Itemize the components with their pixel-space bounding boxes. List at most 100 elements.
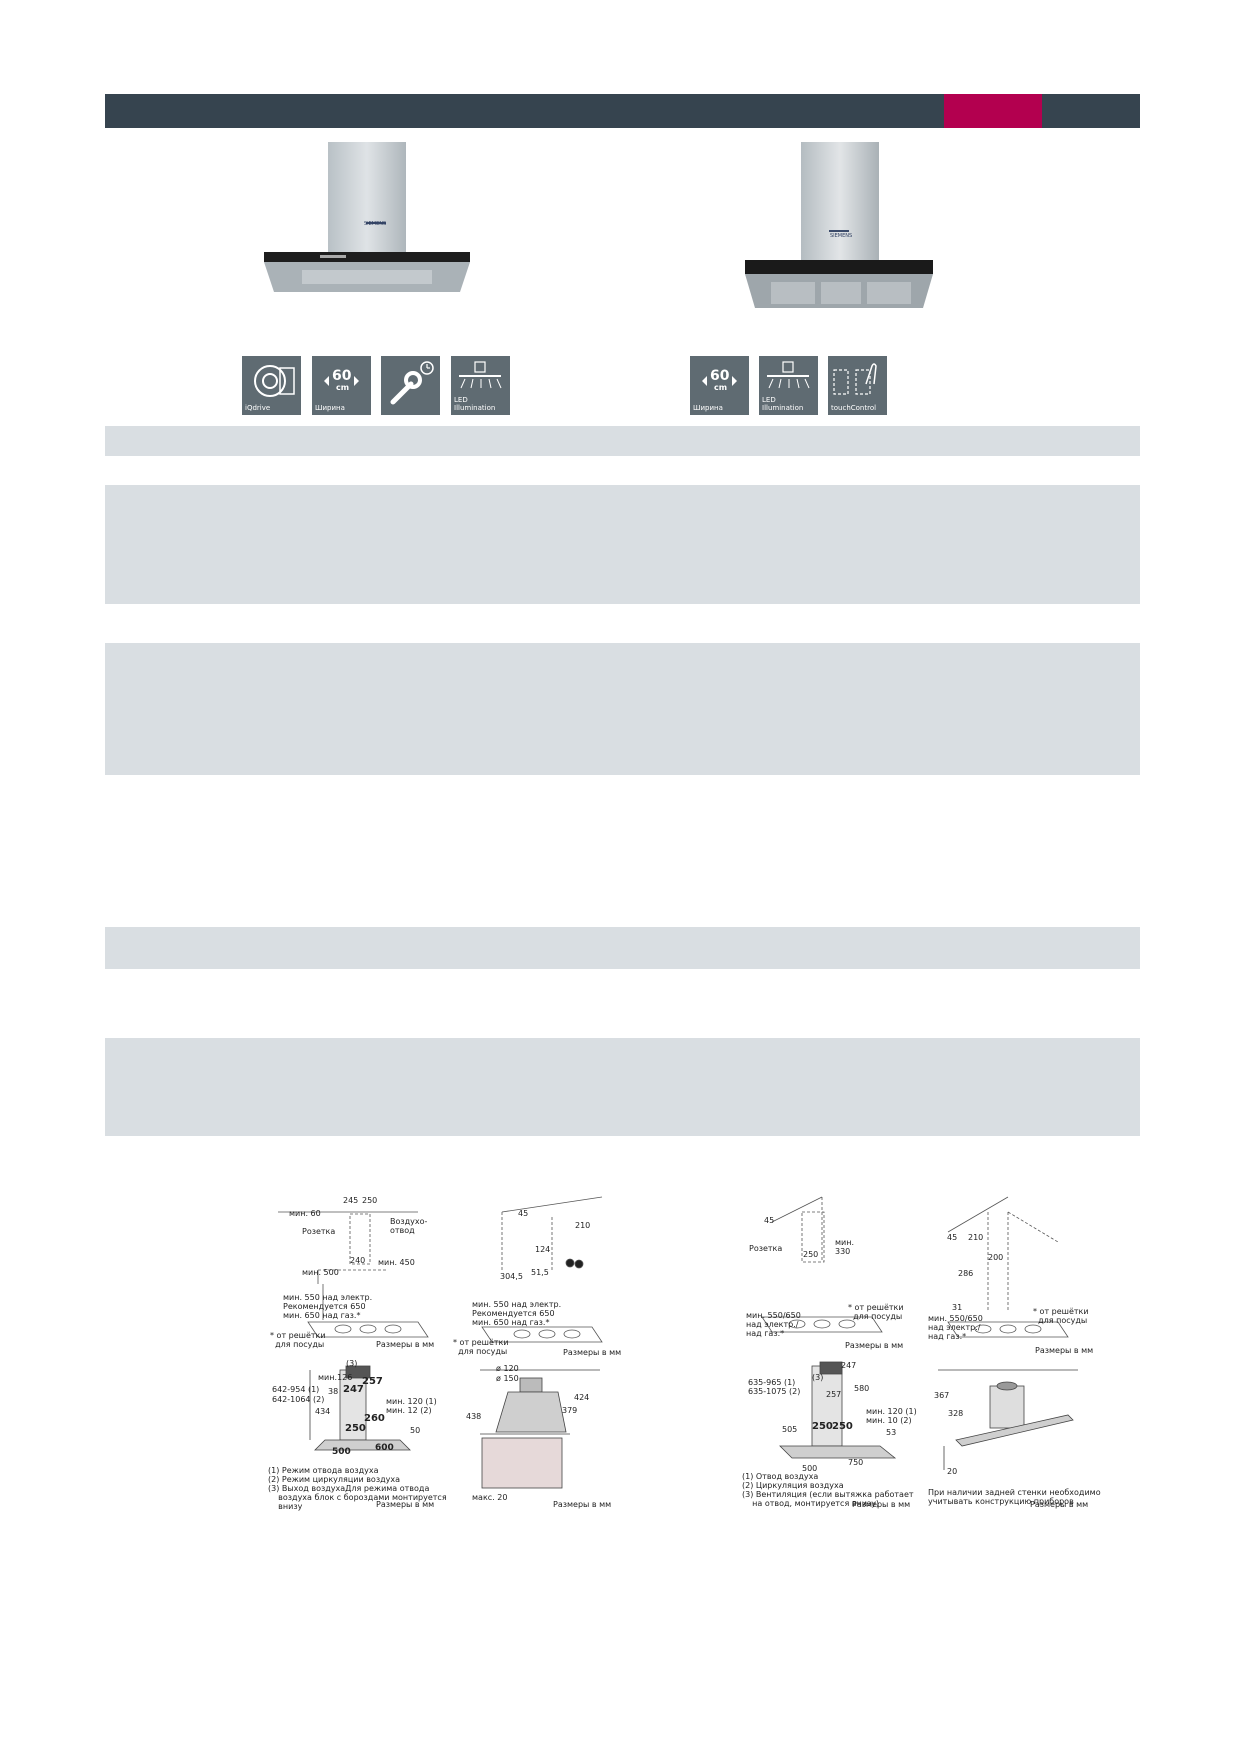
diagram-3-dimensions xyxy=(309,1365,411,1451)
width-label: Ширина xyxy=(315,404,345,412)
d8-20: 20 xyxy=(947,1467,958,1476)
header-accent xyxy=(944,94,1042,128)
d6-units: Размеры в мм xyxy=(1035,1346,1094,1355)
d6-note: мин. 550/650 над электр./ над газ.* xyxy=(928,1314,983,1341)
d1-min450: мин. 450 xyxy=(378,1258,415,1267)
width-value: 60 xyxy=(332,368,352,384)
d1-min60: мин. 60 xyxy=(289,1209,321,1218)
d6-45: 45 xyxy=(947,1233,958,1242)
d7-750: 750 xyxy=(848,1458,864,1467)
d6-210: 210 xyxy=(968,1233,984,1242)
diagram-6-mounting xyxy=(947,1196,1069,1338)
section-band-2 xyxy=(105,485,1140,604)
d3-min126: мин.126 xyxy=(318,1373,353,1382)
d5-min330: мин. 330 xyxy=(835,1238,855,1256)
d7-500: 500 xyxy=(802,1464,818,1473)
d1-note: мин. 550 над электр. Рекомендуется 650 м… xyxy=(283,1293,373,1320)
brand-logo-left: SIEMENS xyxy=(364,221,387,227)
led-label-right: LED Illumination xyxy=(762,396,804,412)
d4-120: ø 120 xyxy=(496,1364,519,1373)
d4-units: Размеры в мм xyxy=(553,1500,612,1509)
diagram-1-installation xyxy=(278,1211,429,1338)
d2-units: Размеры в мм xyxy=(563,1348,622,1357)
section-band-3 xyxy=(105,643,1140,775)
d7-legend: (1) Отвод воздуха (2) Циркуляция воздуха… xyxy=(742,1472,914,1508)
d5-socket: Розетка xyxy=(749,1244,783,1253)
diagram-5-installation xyxy=(761,1196,883,1333)
diagram-2-mounting xyxy=(481,1196,603,1343)
width-label-right: Ширина xyxy=(693,404,723,412)
d4-max20: макс. 20 xyxy=(472,1493,508,1502)
section-band-1 xyxy=(105,426,1140,456)
d8-328: 328 xyxy=(948,1409,964,1418)
d3-c3: (3) xyxy=(346,1359,358,1368)
d7-r1: 635-965 (1) xyxy=(748,1378,796,1387)
diagram-4-side xyxy=(480,1369,600,1489)
d2-210: 210 xyxy=(575,1221,591,1230)
d4-438: 438 xyxy=(466,1412,482,1421)
d3-250: 250 xyxy=(345,1423,366,1434)
d4-150: ø 150 xyxy=(496,1374,519,1383)
iqdrive-icon: iQdrive xyxy=(242,356,301,415)
d4-424: 424 xyxy=(574,1393,590,1402)
d8-367: 367 xyxy=(934,1391,950,1400)
d8-note: При наличии задней стенки необходимо учи… xyxy=(928,1488,1101,1506)
width-value-right: 60 xyxy=(710,368,730,384)
product-image-right xyxy=(745,142,933,308)
d3-50: 50 xyxy=(410,1426,421,1435)
product-image-left xyxy=(264,142,470,292)
d1-245: 245 xyxy=(343,1196,359,1205)
d3-600: 600 xyxy=(375,1443,394,1453)
d7-250a: 250 xyxy=(812,1421,833,1432)
d1-240: 240 xyxy=(350,1256,366,1265)
d6-grid: * от решётки для посуды xyxy=(1033,1307,1089,1325)
section-band-5 xyxy=(105,1038,1140,1136)
d5-note: мин. 550/650 над электр./ над газ.* xyxy=(746,1311,801,1338)
d7-min120: мин. 120 (1) xyxy=(866,1407,917,1416)
d1-min500: мин. 500 xyxy=(302,1268,339,1277)
d7-257: 257 xyxy=(826,1390,842,1399)
d1-socket: Розетка xyxy=(302,1227,336,1236)
d3-257: 257 xyxy=(362,1376,383,1387)
width-unit-right: cm xyxy=(714,383,728,392)
d5-45: 45 xyxy=(764,1216,775,1225)
brand-logo-right: SIEMENS xyxy=(830,233,853,239)
d3-38: 38 xyxy=(328,1387,339,1396)
d3-units: Размеры в мм xyxy=(376,1500,435,1509)
d3-434: 434 xyxy=(315,1407,331,1416)
diagram-8-side xyxy=(938,1369,1078,1470)
d3-min120: мин. 120 (1) xyxy=(386,1397,437,1406)
d7-247: 247 xyxy=(841,1361,857,1370)
d2-grid: * от решётки для посуды xyxy=(453,1338,509,1356)
wrench-timer-icon xyxy=(381,356,440,415)
d3-r1: 642-954 (1) xyxy=(272,1385,320,1394)
d3-legend: (1) Режим отвода воздуха (2) Режим цирку… xyxy=(268,1466,447,1511)
d7-units: Размеры в мм xyxy=(852,1500,911,1509)
d2-515: 51,5 xyxy=(531,1268,549,1277)
d3-min12: мин. 12 (2) xyxy=(386,1406,432,1415)
d6-31: 31 xyxy=(952,1303,963,1312)
d1-grid: * от решётки для посуды xyxy=(270,1331,326,1349)
d7-r2: 635-1075 (2) xyxy=(748,1387,801,1396)
led-illumination-icon-right: LED Illumination xyxy=(759,356,818,415)
d7-505: 505 xyxy=(782,1425,798,1434)
d3-r2: 642-1064 (2) xyxy=(272,1395,325,1404)
width-60cm-icon-right: 60 cm Ширина xyxy=(690,356,749,415)
d1-250: 250 xyxy=(362,1196,378,1205)
d2-45: 45 xyxy=(518,1209,529,1218)
d3-500: 500 xyxy=(332,1447,351,1457)
diagram-7-dimensions xyxy=(779,1361,897,1459)
d5-grid: * от решётки для посуды xyxy=(848,1303,904,1321)
d5-units: Размеры в мм xyxy=(845,1341,904,1350)
d8-units: Размеры в мм xyxy=(1030,1500,1089,1509)
d6-286: 286 xyxy=(958,1269,974,1278)
width-unit: cm xyxy=(336,383,350,392)
d6-200: 200 xyxy=(988,1253,1004,1262)
d4-379: 379 xyxy=(562,1406,578,1415)
d7-250b: 250 xyxy=(832,1421,853,1432)
d5-250: 250 xyxy=(803,1250,819,1259)
d7-c3: (3) xyxy=(812,1373,824,1382)
iqdrive-label: iQdrive xyxy=(245,404,271,412)
d2-3045: 304,5 xyxy=(500,1272,523,1281)
led-illumination-icon: LED Illumination xyxy=(451,356,510,415)
